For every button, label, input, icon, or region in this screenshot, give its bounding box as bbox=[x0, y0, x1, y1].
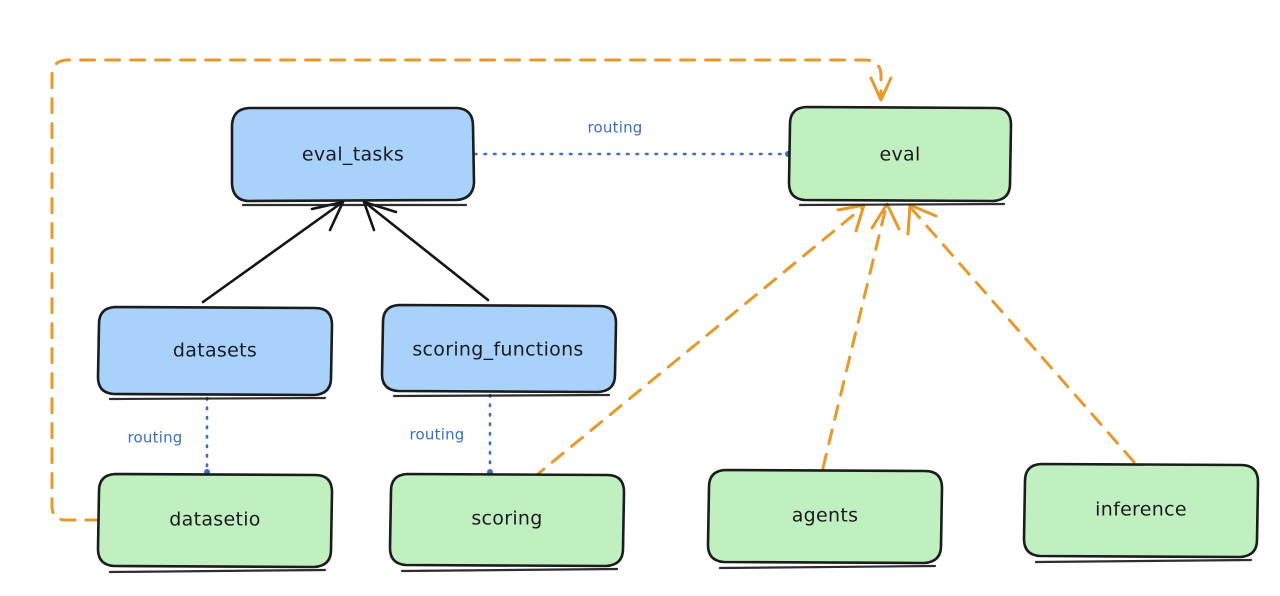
node-agents[interactable]: agents bbox=[706, 468, 944, 570]
edge-datasetio-eval bbox=[50, 58, 893, 522]
node-label-datasets: datasets bbox=[173, 340, 257, 362]
node-label-eval-tasks: eval_tasks bbox=[302, 144, 404, 166]
node-label-eval: eval bbox=[879, 144, 920, 166]
node-datasetio[interactable]: datasetio bbox=[96, 472, 334, 574]
node-eval[interactable]: eval bbox=[787, 105, 1013, 207]
node-scoring[interactable]: scoring bbox=[388, 472, 626, 573]
edge-label-routing-scoring-functions: routing bbox=[410, 426, 465, 444]
node-label-scoring-functions: scoring_functions bbox=[412, 339, 583, 361]
node-inference[interactable]: inference bbox=[1022, 462, 1260, 564]
edge-label-routing-datasets: routing bbox=[128, 429, 183, 447]
node-eval-tasks[interactable]: eval_tasks bbox=[230, 106, 476, 207]
node-label-agents: agents bbox=[792, 505, 859, 527]
node-label-inference: inference bbox=[1095, 499, 1187, 521]
edge-inference-eval bbox=[906, 203, 1136, 464]
node-scoring-functions[interactable]: scoring_functions bbox=[380, 303, 618, 398]
edge-scoring-functions-eval-tasks bbox=[362, 200, 490, 302]
edge-label-routing-eval-tasks: routing bbox=[588, 119, 643, 137]
node-label-datasetio: datasetio bbox=[169, 509, 260, 531]
node-datasets[interactable]: datasets bbox=[96, 305, 334, 401]
edge-eval-tasks-eval bbox=[473, 151, 791, 157]
edge-datasets-datasetio bbox=[204, 396, 210, 475]
edge-datasets-eval-tasks bbox=[201, 200, 345, 304]
edge-scoring-functions-scoring bbox=[487, 393, 493, 475]
edge-agents-eval bbox=[821, 202, 901, 470]
node-label-scoring: scoring bbox=[471, 508, 542, 530]
